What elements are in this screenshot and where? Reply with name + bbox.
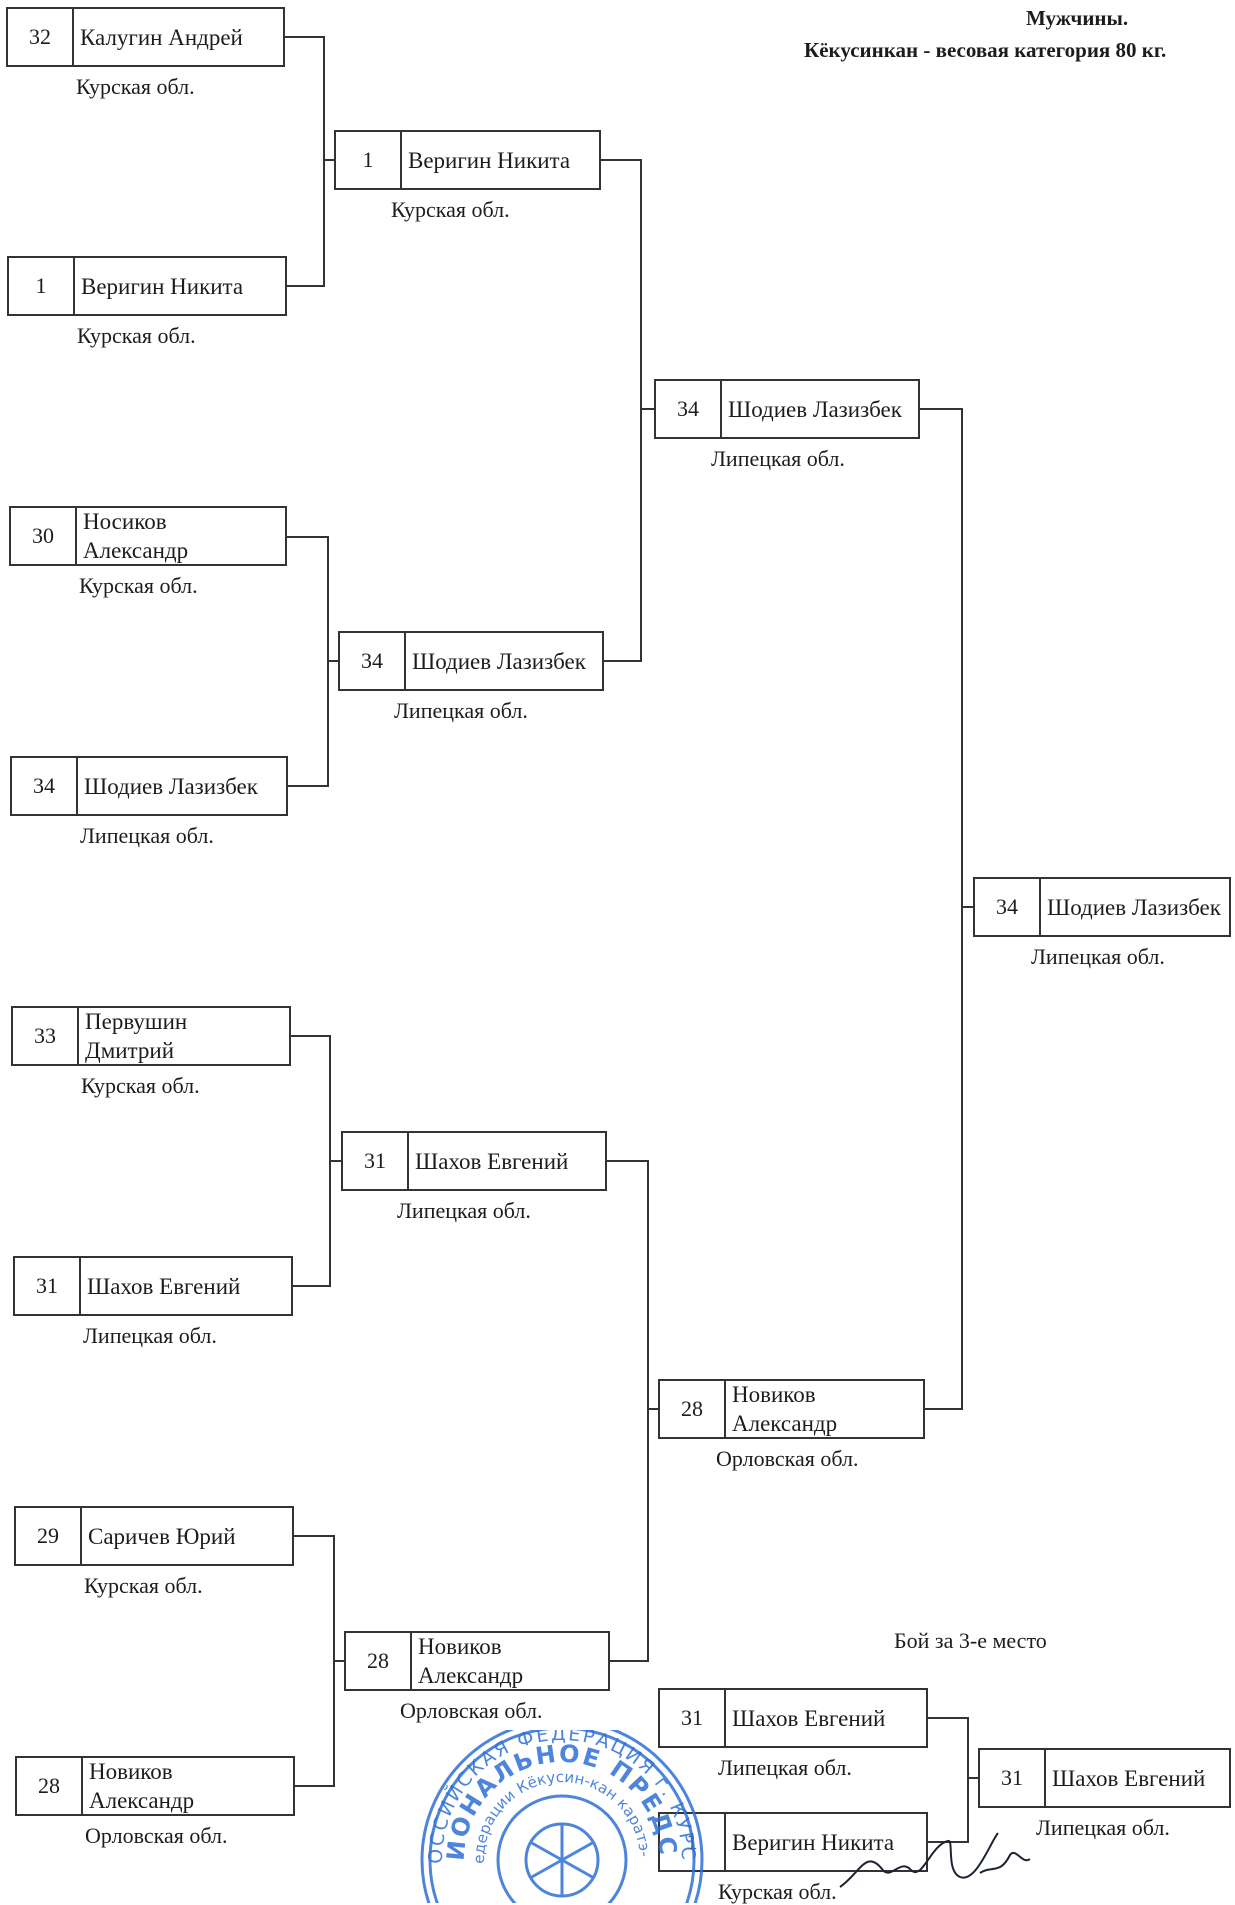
fighter-name: Калугин Андрей: [80, 24, 243, 50]
bracket-slot-r1-2: 1 Веригин Никита: [7, 256, 287, 316]
seed-number: 31: [660, 1690, 726, 1746]
fighter-name: Веригин Никита: [408, 147, 571, 173]
bracket-slot-r2-4: 28 Новиков Александр: [344, 1631, 610, 1691]
fighter-region: Липецкая обл.: [718, 1755, 852, 1780]
fighter-region: Липецкая обл.: [1036, 1815, 1170, 1840]
fighter-name: Новиков Александр: [89, 1759, 195, 1813]
fighter-region: Орловская обл.: [400, 1698, 543, 1723]
fighter-region: Курская обл.: [76, 74, 195, 99]
fighter-name: Первушин Дмитрий: [85, 1009, 188, 1063]
bracket-slot-third-2: 1 Веригин Никита: [658, 1812, 928, 1872]
seed-number: 1: [336, 132, 402, 188]
bracket-slot-r1-4: 34 Шодиев Лазизбек: [10, 756, 288, 816]
fighter-name: Шахов Евгений: [87, 1273, 241, 1299]
seed-number: 29: [16, 1508, 82, 1564]
fighter-region: Курская обл.: [77, 323, 196, 348]
bracket-slot-semifinal-2: 28 Новиков Александр: [658, 1379, 925, 1439]
bracket-slot-semifinal-1: 34 Шодиев Лазизбек: [654, 379, 920, 439]
seed-number: 31: [343, 1133, 409, 1189]
fighter-name: Новиков Александр: [418, 1634, 524, 1688]
fighter-region: Липецкая обл.: [1031, 944, 1165, 969]
fighter-name: Новиков Александр: [732, 1382, 838, 1436]
seed-number: 31: [980, 1750, 1046, 1806]
bracket-slot-r1-1: 32 Калугин Андрей: [6, 7, 285, 67]
fighter-region: Липецкая обл.: [394, 698, 528, 723]
fighter-region: Липецкая обл.: [80, 823, 214, 848]
bracket-slot-r2-1: 1 Веригин Никита: [334, 130, 601, 190]
fighter-region: Курская обл.: [81, 1073, 200, 1098]
seed-number: 28: [17, 1758, 83, 1814]
seed-number: 34: [656, 381, 722, 437]
fighter-name: Шахов Евгений: [732, 1705, 886, 1731]
fighter-region: Курская обл.: [391, 197, 510, 222]
seed-number: 32: [8, 9, 74, 65]
fighter-name: Веригин Никита: [732, 1829, 895, 1855]
fighter-name: Шодиев Лазизбек: [1047, 894, 1221, 920]
bracket-slot-r1-5: 33 Первушин Дмитрий: [11, 1006, 291, 1066]
bracket-slot-r1-8: 28 Новиков Александр: [15, 1756, 295, 1816]
fighter-region: Липецкая обл.: [397, 1198, 531, 1223]
bracket-slot-r1-7: 29 Саричев Юрий: [14, 1506, 294, 1566]
header-gender: Мужчины.: [1026, 6, 1129, 30]
signature: [839, 1832, 1031, 1888]
fighter-region: Курская обл.: [718, 1879, 837, 1904]
seed-number: 30: [11, 508, 77, 564]
official-stamp: РОССИЙСКАЯ ФЕДЕРАЦИЯ г. КУРСК РЕГИОНАЛЬН…: [412, 1730, 704, 1903]
bracket-slot-r1-3: 30 Носиков Александр: [9, 506, 287, 566]
fighter-name: Шахов Евгений: [1052, 1765, 1206, 1791]
bracket-slot-r2-3: 31 Шахов Евгений: [341, 1131, 607, 1191]
bracket-slot-r2-2: 34 Шодиев Лазизбек: [338, 631, 604, 691]
bracket-slot-r1-6: 31 Шахов Евгений: [13, 1256, 293, 1316]
seed-number: 28: [346, 1633, 412, 1689]
seed-number: 34: [975, 879, 1041, 935]
bracket-slot-third-1: 31 Шахов Евгений: [658, 1688, 928, 1748]
header-category: Кёкусинкан - весовая категория 80 кг.: [804, 38, 1167, 62]
third-place-caption: Бой за 3-е место: [894, 1628, 1047, 1653]
fighter-region: Курская обл.: [84, 1573, 203, 1598]
fighter-name: Шодиев Лазизбек: [412, 648, 586, 674]
fighter-region: Орловская обл.: [85, 1823, 228, 1848]
fighter-region: Липецкая обл.: [711, 446, 845, 471]
fighter-region: Орловская обл.: [716, 1446, 859, 1471]
seed-number: 1: [9, 258, 75, 314]
seed-number: 33: [13, 1008, 79, 1064]
fighter-name: Шодиев Лазизбек: [84, 773, 258, 799]
fighter-name: Носиков Александр: [83, 509, 189, 563]
bracket-slot-final: 34 Шодиев Лазизбек: [973, 877, 1231, 937]
seed-number: 34: [340, 633, 406, 689]
fighter-name: Саричев Юрий: [88, 1523, 236, 1549]
fighter-region: Липецкая обл.: [83, 1323, 217, 1348]
seed-number: 31: [15, 1258, 81, 1314]
seed-number: 34: [12, 758, 78, 814]
fighter-name: Шахов Евгений: [415, 1148, 569, 1174]
seed-number: 28: [660, 1381, 726, 1437]
fighter-name: Шодиев Лазизбек: [728, 396, 902, 422]
fighter-name: Веригин Никита: [81, 273, 244, 299]
fighter-region: Курская обл.: [79, 573, 198, 598]
bracket-slot-third-winner: 31 Шахов Евгений: [978, 1748, 1231, 1808]
